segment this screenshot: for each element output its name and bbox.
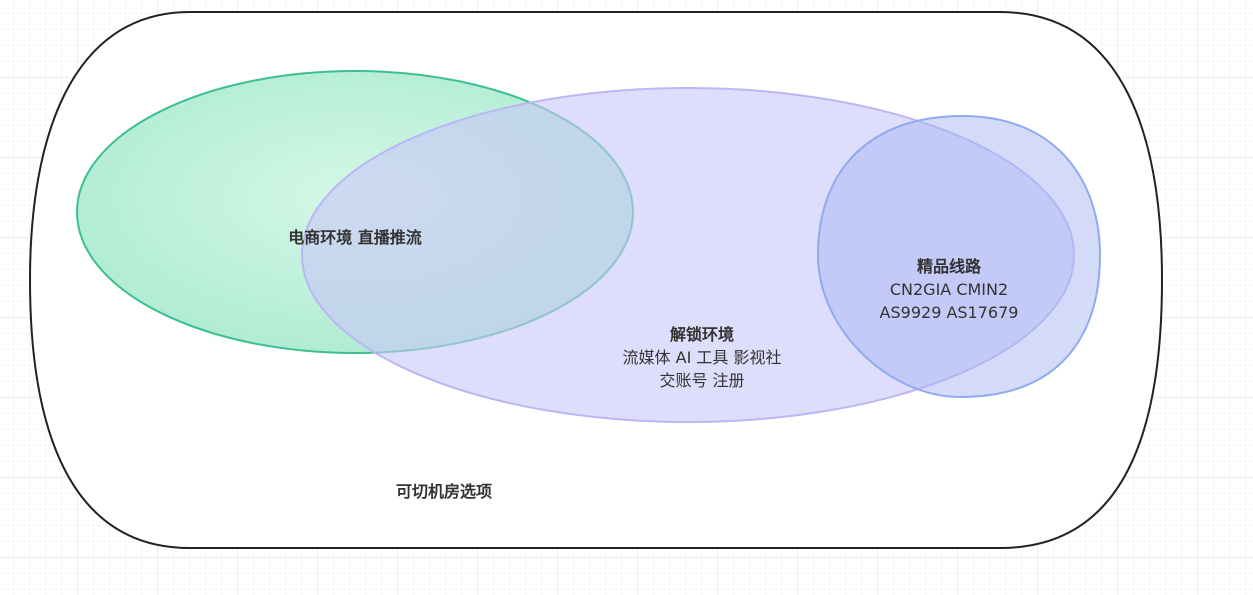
unlock-body: 流媒体 AI 工具 影视社交账号 注册: [622, 348, 782, 390]
ecommerce-label: 电商环境 直播推流: [255, 203, 455, 249]
container-label: 可切机房选项: [364, 457, 524, 503]
premium-title: 精品线路: [916, 257, 981, 276]
premium-label: 精品线路 CN2GIA CMIN2 AS9929 AS17679: [869, 232, 1029, 324]
unlock-label: 解锁环境 流媒体 AI 工具 影视社交账号 注册: [622, 300, 782, 392]
premium-line-blob[interactable]: [816, 114, 1102, 399]
premium-body: CN2GIA CMIN2 AS9929 AS17679: [879, 280, 1019, 322]
unlock-title: 解锁环境: [669, 325, 734, 344]
ecommerce-title: 电商环境 直播推流: [288, 228, 422, 247]
container-title: 可切机房选项: [395, 482, 492, 501]
